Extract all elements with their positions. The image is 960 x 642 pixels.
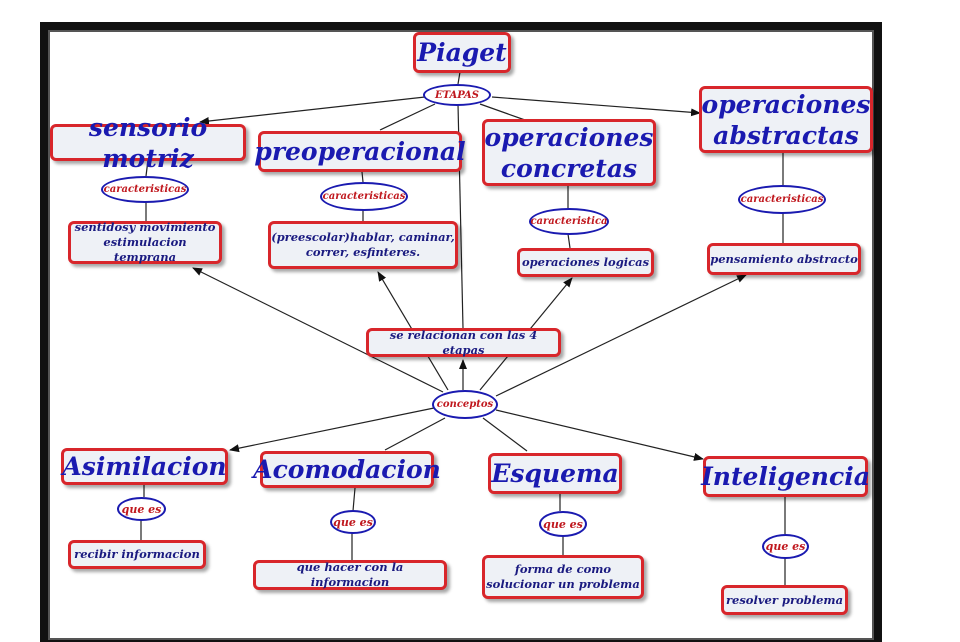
oval-concept-4-link: que es <box>762 534 809 559</box>
node-stage-4-detail: pensamiento abstracto <box>707 243 861 275</box>
node-concept-asimilacion: Asimilacion <box>61 448 228 485</box>
link-etapas-abstractas <box>491 96 701 117</box>
node-stage-operaciones-abstractas: operaciones abstractas <box>699 86 873 153</box>
node-stage-1-detail: sentidosy movimiento estimulacion tempra… <box>68 220 222 264</box>
link-etapas-concretas <box>479 103 526 121</box>
node-stage-operaciones-concretas: operaciones concretas <box>482 119 656 186</box>
link-piaget-etapas <box>457 71 461 85</box>
oval-concept-1-link: que es <box>117 497 166 521</box>
link-etapas-sensorio <box>199 96 426 125</box>
node-concept-4-detail: resolver problema <box>721 585 848 615</box>
oval-stage-2-link: caracteristicas <box>320 182 408 211</box>
node-concept-1-detail: recibir informacion <box>68 540 206 569</box>
node-concept-esquema: Esquema <box>488 453 622 494</box>
node-concept-acomodacion: Acomodacion <box>253 451 441 488</box>
node-relation: se relacionan con las 4 etapas <box>366 328 561 357</box>
oval-concept-2-link: que es <box>330 510 376 534</box>
oval-conceptos: conceptos <box>432 390 498 419</box>
node-stage-2-detail: (preescolar)hablar, caminar, correr, esf… <box>268 221 458 269</box>
node-concept-inteligencia: Inteligencia <box>701 456 870 497</box>
node-piaget: Piaget <box>413 32 511 73</box>
node-concept-3-detail: forma de como solucionar un problema <box>482 555 644 599</box>
node-stage-sensorio-motriz: sensorio motriz <box>50 113 246 173</box>
link-etapas-preop <box>379 103 436 131</box>
oval-stage-1-link: caracteristicas <box>101 176 189 203</box>
oval-concept-3-link: que es <box>539 511 587 537</box>
node-stage-preoperacional: preoperacional <box>254 131 466 172</box>
node-stage-3-detail: operaciones logicas <box>517 248 654 277</box>
oval-etapas: ETAPAS <box>423 84 491 106</box>
oval-stage-4-link: caracteristicas <box>738 185 826 214</box>
node-concept-2-detail: que hacer con la informacion <box>253 560 447 590</box>
oval-stage-3-link: caracteristica <box>529 208 609 235</box>
